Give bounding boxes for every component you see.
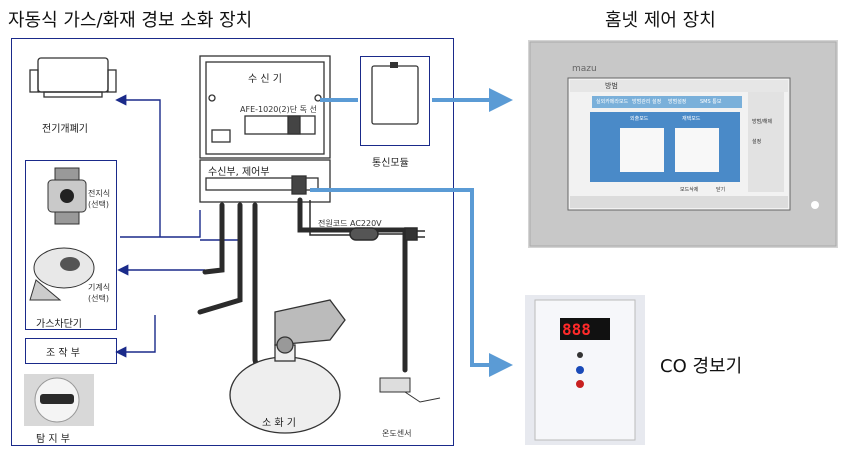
panel-tab-2: 방범설정 xyxy=(668,99,687,105)
comm-module-label: 통신모듈 xyxy=(372,158,409,169)
panel-bottom-1: 닫기 xyxy=(716,187,726,193)
power-cord-label: 전원코드 AC220V xyxy=(318,219,382,228)
panel-button-1: 재택모드 xyxy=(682,116,701,122)
panel-menu: 방범 xyxy=(605,82,618,90)
comm-module-box xyxy=(360,56,430,146)
panel-brand: mazu xyxy=(572,64,597,74)
co-display: 888 xyxy=(562,320,591,339)
mech-valve-drawing xyxy=(29,247,95,301)
panel-bottom-0: 모드삭제 xyxy=(680,187,699,193)
panel-tab-0: 실외카메라모드 xyxy=(596,99,629,105)
battery-valve-label: 전지식 (선택) xyxy=(88,189,111,209)
control-label: 조 작 부 xyxy=(46,348,80,359)
battery-valve-drawing xyxy=(47,167,87,225)
homenet-title: 홈넷 제어 장치 xyxy=(605,10,716,31)
system-frame xyxy=(11,38,454,446)
comm-module-drawing xyxy=(371,62,419,125)
panel-button-0: 외출모드 xyxy=(630,116,649,122)
temp-sensor-drawing xyxy=(379,377,441,403)
main-title: 자동식 가스/화재 경보 소화 장치 xyxy=(8,10,253,31)
breaker-drawing xyxy=(29,57,117,98)
co-alarm-photo xyxy=(525,295,645,445)
panel-tab-3: SMS 통보 xyxy=(700,99,722,105)
co-alarm-title: CO 경보기 xyxy=(660,356,743,377)
extinguisher-label: 소 화 기 xyxy=(262,418,296,429)
gas-shutoff-group xyxy=(25,160,117,330)
receiver-drawing xyxy=(199,55,331,203)
model-label: AFE-1020(2)단 독 선 xyxy=(240,105,317,114)
temp-sensor-label: 온도센서 xyxy=(382,429,412,438)
panel-tab-1: 방범관리 설정 xyxy=(632,99,662,105)
recv-ctrl-label: 수신부, 제어부 xyxy=(208,167,270,178)
sensor-photo xyxy=(24,374,94,426)
breaker-label: 전기개폐기 xyxy=(42,124,88,135)
extinguisher-drawing xyxy=(229,299,346,434)
panel-side-0: 방범/해제 xyxy=(752,119,773,125)
gas-shutoff-label: 가스차단기 xyxy=(36,319,82,330)
sensor-label: 탐 지 부 xyxy=(36,434,70,445)
receiver-label: 수 신 기 xyxy=(248,74,282,85)
homenet-panel-photo xyxy=(528,40,838,248)
panel-side-1: 설정 xyxy=(752,139,762,145)
mech-valve-label: 기계식 (선택) xyxy=(88,283,111,303)
